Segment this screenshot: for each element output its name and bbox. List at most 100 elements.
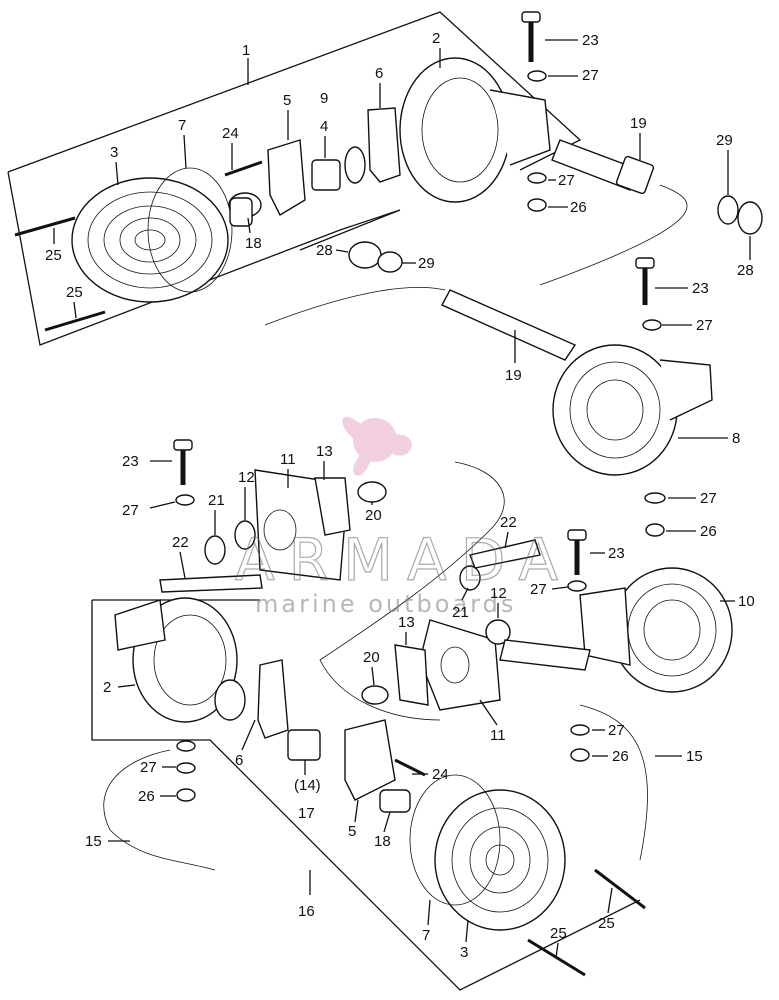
bolt-23-right-mid <box>635 257 662 331</box>
washer-12-bottom <box>485 619 511 645</box>
nut-27-right-mid <box>644 492 666 504</box>
socket-4-top <box>311 146 366 191</box>
lamp-10 <box>499 567 733 693</box>
gasket-7-bottom <box>409 774 501 906</box>
label-2-top: 2 <box>432 30 440 47</box>
label-29-right: 29 <box>716 132 733 149</box>
label-24-bottom: 24 <box>432 766 449 783</box>
housing-2-top <box>399 57 551 203</box>
label-18-bottom: 18 <box>374 833 391 850</box>
nut-27-lower-left-b <box>176 762 196 774</box>
bolt-22-bottom-right <box>469 539 541 569</box>
screw-25-lower-right <box>594 868 646 910</box>
lamp-8 <box>552 344 713 476</box>
washer-28-mid <box>348 241 382 269</box>
screw-24-bottom <box>394 758 426 777</box>
gasket-7-top <box>147 167 233 293</box>
label-27-right-mid-top: 27 <box>696 317 713 334</box>
wire-harness <box>319 461 505 721</box>
lens-3-top <box>71 177 229 303</box>
label-24-top: 24 <box>222 125 239 142</box>
bracket-13-top <box>314 477 351 536</box>
label-20-bottom: 20 <box>363 649 380 666</box>
socket-plate-5-bottom <box>344 719 396 801</box>
label-6-bottom: 6 <box>235 752 243 769</box>
label-18-top: 18 <box>245 235 262 252</box>
washer-29-right <box>717 195 739 225</box>
nut-26-lower-right <box>570 748 590 762</box>
label-12-top: 12 <box>238 469 255 486</box>
label-19-top: 19 <box>630 115 647 132</box>
label-11-bottom: 11 <box>490 727 506 744</box>
label-26-upper-mid: 26 <box>570 199 587 216</box>
label-13-top: 13 <box>316 443 333 460</box>
nut-27-lower-right <box>570 724 590 736</box>
label-25-lower-right: 25 <box>598 915 615 932</box>
label-20-top: 20 <box>365 507 382 524</box>
washer-28-right <box>737 201 763 235</box>
screw-24-top <box>224 160 263 177</box>
socket-plate-5-top <box>267 139 306 216</box>
label-21-bottom: 21 <box>452 604 469 621</box>
label-4: 4 <box>320 118 328 135</box>
label-8: 8 <box>732 430 740 447</box>
label-25-top-a: 25 <box>45 247 62 264</box>
label-28-mid: 28 <box>316 242 333 259</box>
plate-11-bottom <box>419 619 501 711</box>
nut-27-lower-left-a <box>176 740 196 752</box>
label-21-top: 21 <box>208 492 225 509</box>
grommet-20-bottom <box>361 685 389 705</box>
bolt-22-top-left <box>159 574 263 593</box>
label-16: 16 <box>298 903 315 920</box>
label-23-top: 23 <box>582 32 599 49</box>
label-6-top: 6 <box>375 65 383 82</box>
label-27-lower-left: 27 <box>140 759 157 776</box>
label-29-mid: 29 <box>418 255 435 272</box>
bulb-18-bottom <box>379 789 411 813</box>
bulb-18-top <box>228 192 262 227</box>
bracket-6-top <box>367 107 401 183</box>
assembly-frame-top <box>7 11 582 346</box>
watermark-tagline: marine outboards <box>255 590 516 618</box>
label-11-top: 11 <box>280 451 296 468</box>
label-22-top: 22 <box>172 534 189 551</box>
lens-3-bottom <box>434 789 566 931</box>
label-23-right-mid: 23 <box>692 280 709 297</box>
screw-25-top-b <box>44 310 106 332</box>
wire-15-right <box>579 704 648 861</box>
label-27-lower-right: 27 <box>608 722 625 739</box>
housing-2-bottom <box>114 597 238 723</box>
bracket-6-bottom <box>257 659 289 739</box>
stem-19-top <box>539 139 688 286</box>
bolt-23-left <box>173 439 195 506</box>
label-3-bottom: 3 <box>460 944 468 961</box>
label-27-center: 27 <box>530 581 547 598</box>
grommet-20-top <box>357 481 387 503</box>
socket-14-bottom <box>214 679 321 761</box>
label-13-bottom: 13 <box>398 614 415 631</box>
bolt-23-top <box>521 11 547 82</box>
label-5-bottom: 5 <box>348 823 356 840</box>
nut-27-top <box>527 172 547 184</box>
watermark-brand: ARMADA <box>235 526 572 594</box>
label-14: (14) <box>294 777 321 794</box>
label-25-lower-left: 25 <box>550 925 567 942</box>
watermark-logo <box>342 416 412 476</box>
label-27-top: 27 <box>582 67 599 84</box>
label-26-right-mid: 26 <box>700 523 717 540</box>
label-15-left: 15 <box>85 833 102 850</box>
label-27-right-mid: 27 <box>700 490 717 507</box>
label-26-lower-left: 26 <box>138 788 155 805</box>
label-26-lower-right: 26 <box>612 748 629 765</box>
label-22-right: 22 <box>500 514 517 531</box>
label-27-upper-mid: 27 <box>558 172 575 189</box>
nut-26-right-mid <box>645 523 665 537</box>
label-7-bottom: 7 <box>422 927 430 944</box>
label-3-top: 3 <box>110 144 118 161</box>
label-12-bottom: 12 <box>490 585 507 602</box>
label-1: 1 <box>242 42 250 59</box>
label-5-top: 5 <box>283 92 291 109</box>
screw-25-top-a <box>14 216 76 237</box>
label-28-right: 28 <box>737 262 754 279</box>
